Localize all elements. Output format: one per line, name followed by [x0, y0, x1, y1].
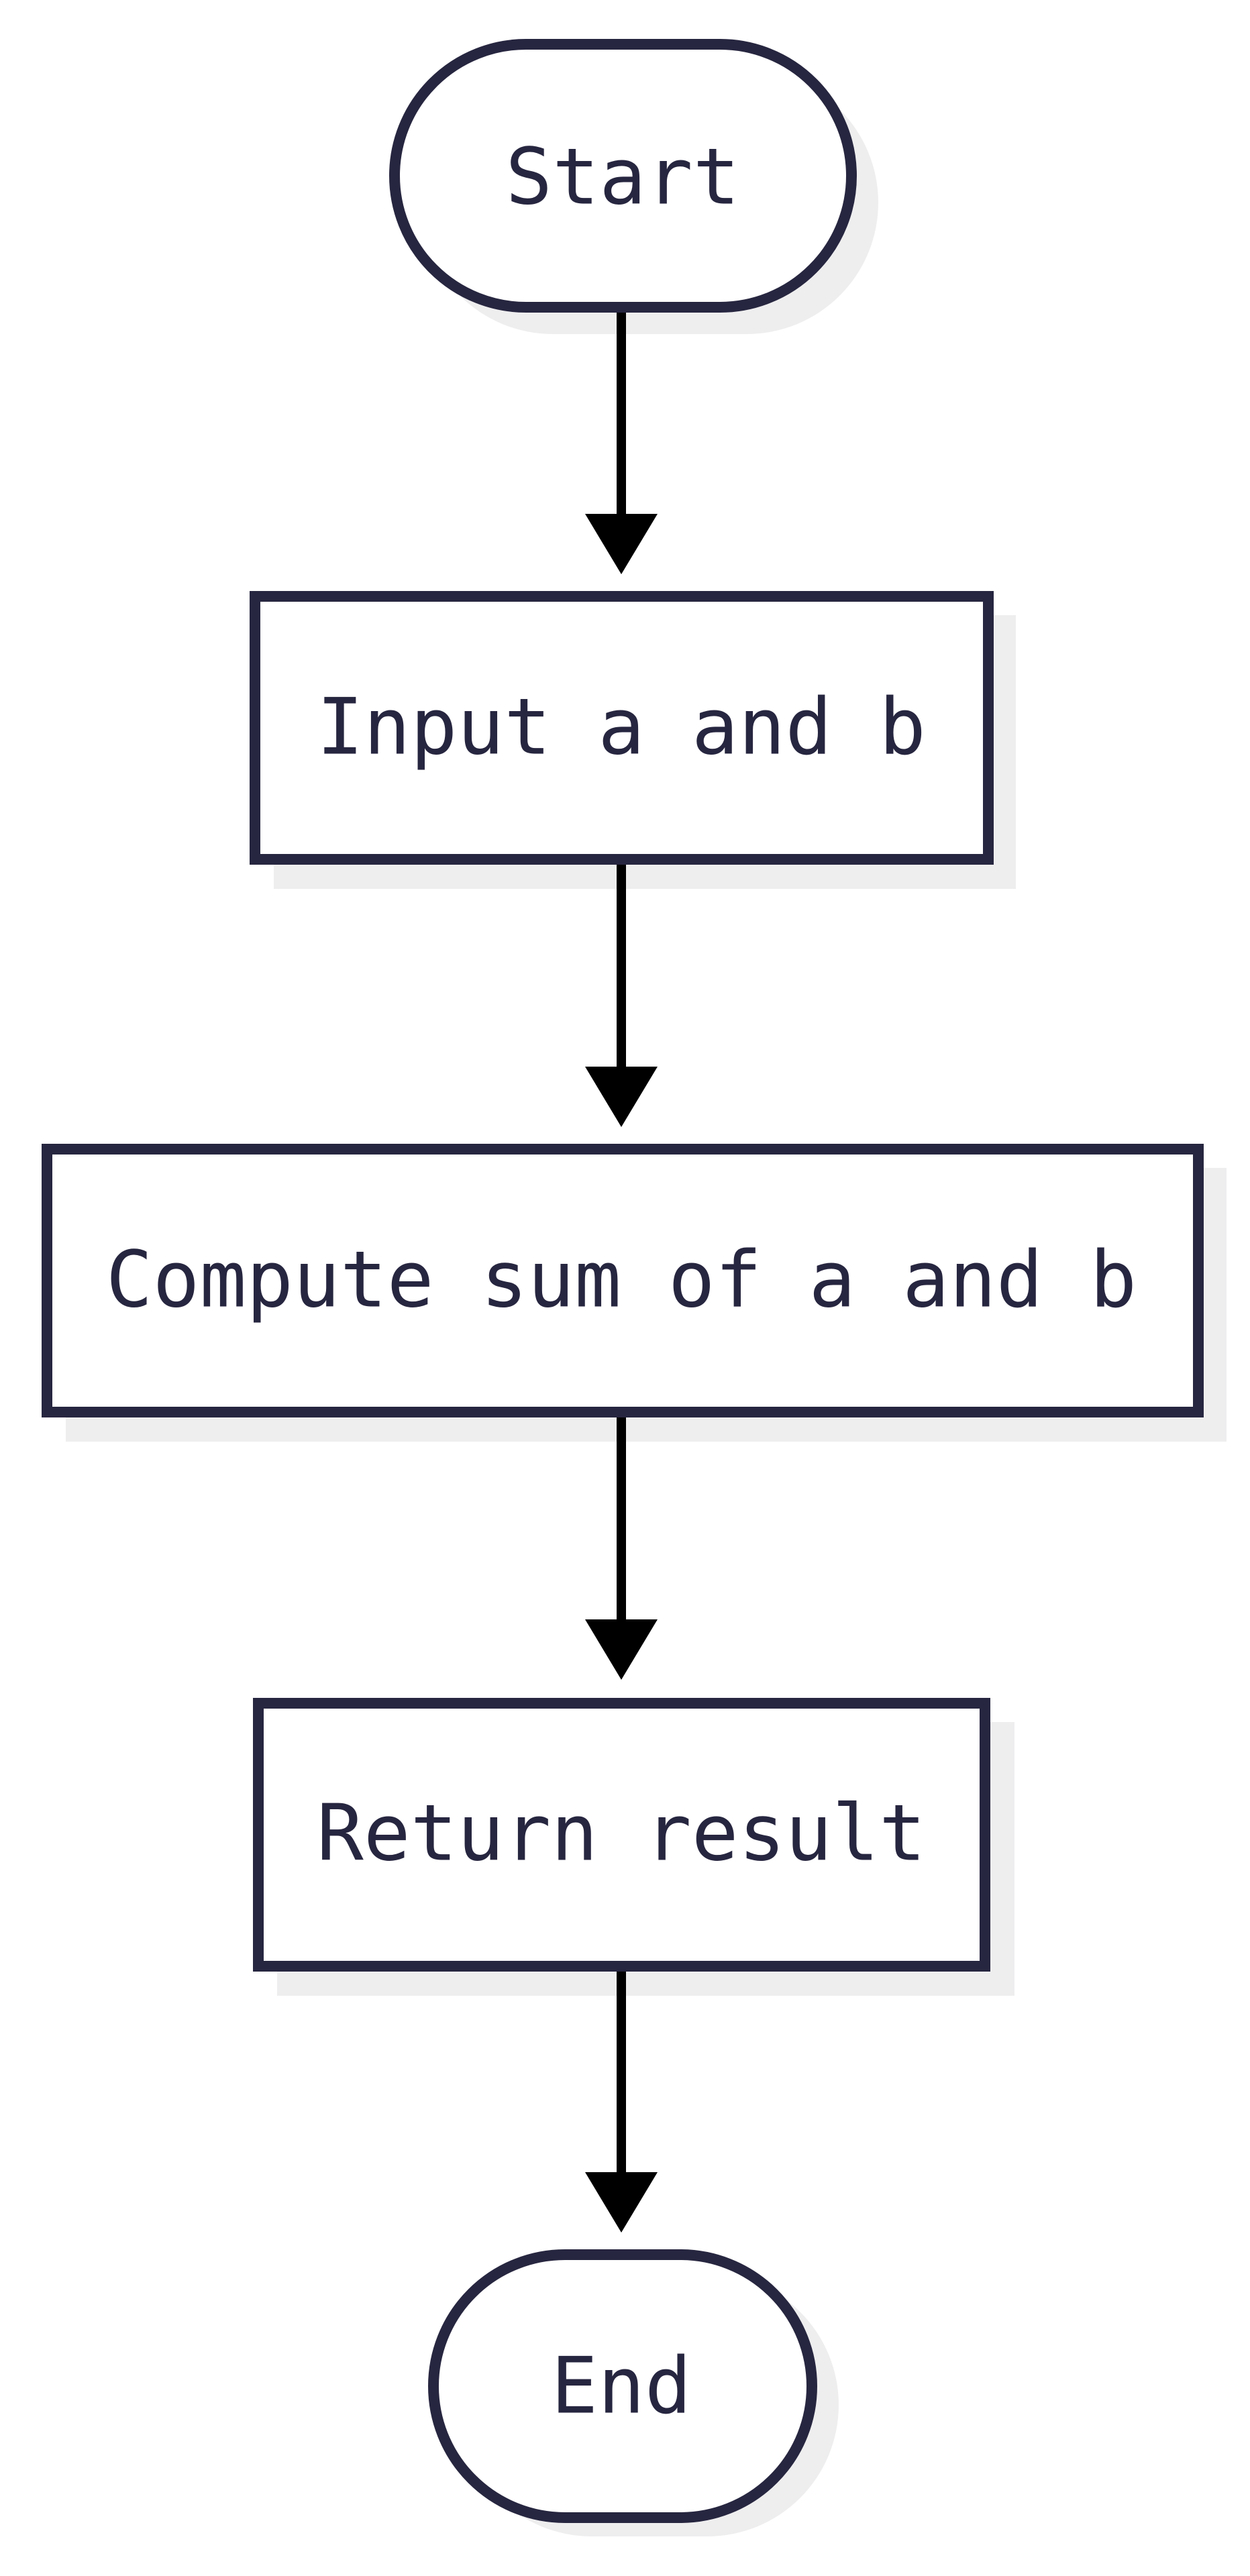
compute-node-shape	[42, 1144, 1204, 1417]
edge-compute-to-return	[585, 1411, 658, 1680]
return-node-shape	[253, 1698, 990, 1972]
edge-start-to-input	[585, 309, 658, 574]
arrowhead-icon	[585, 514, 658, 574]
arrowhead-icon	[585, 2172, 658, 2233]
end-node: End	[428, 2249, 817, 2523]
input-node-label: Input a and b	[317, 682, 926, 773]
input-node-shape	[250, 591, 994, 865]
start-node-shape	[389, 39, 857, 313]
return-node: Return result	[253, 1698, 990, 1972]
end-node-label: End	[551, 2341, 692, 2432]
compute-node-label: Compute sum of a and b	[106, 1235, 1137, 1326]
arrowhead-icon	[585, 1067, 658, 1127]
start-node: Start	[389, 39, 857, 313]
input-node: Input a and b	[250, 591, 994, 865]
edges	[585, 309, 658, 2233]
return-node-label: Return result	[317, 1788, 926, 1879]
edge-return-to-end	[585, 1964, 658, 2233]
start-node-label: Start	[505, 132, 739, 223]
arrowhead-icon	[585, 1619, 658, 1680]
edge-input-to-compute	[585, 859, 658, 1127]
compute-node: Compute sum of a and b	[42, 1144, 1204, 1417]
end-node-shape	[428, 2249, 817, 2523]
